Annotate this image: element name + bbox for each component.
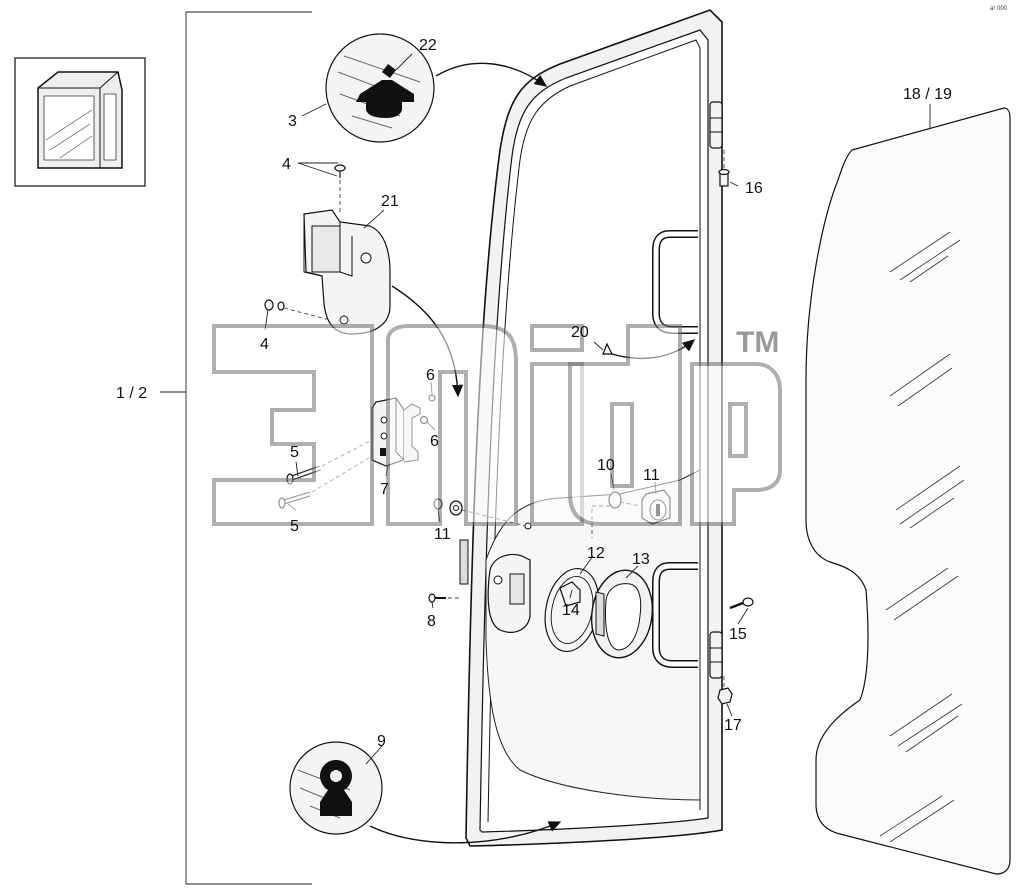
callout-20: 20 (571, 324, 589, 341)
inside-door-handle (590, 569, 654, 659)
nut-17 (717, 687, 733, 705)
callout-8: 8 (427, 613, 436, 630)
clip-20 (602, 342, 613, 355)
callout-6-lower: 6 (430, 433, 439, 450)
callout-9: 9 (377, 733, 386, 750)
callout-4-left: 4 (260, 336, 269, 353)
inner-lock-mechanism (487, 553, 531, 633)
callout-3: 3 (288, 113, 297, 130)
callout-1-2: 1 / 2 (116, 385, 147, 402)
callout-12: 12 (587, 545, 605, 562)
callout-17: 17 (724, 717, 742, 734)
screw-4-top (334, 164, 346, 178)
watermark: TM (212, 324, 782, 526)
watermark-trademark: TM (736, 326, 779, 359)
callout-11-right: 11 (643, 467, 660, 484)
callout-7: 7 (380, 481, 389, 498)
callout-21: 21 (381, 193, 399, 210)
hinge-pin-16 (718, 168, 730, 187)
seal-detail-top (325, 33, 435, 143)
washer-4 (264, 299, 285, 311)
callout-16: 16 (745, 180, 763, 197)
callout-5-upper: 5 (290, 444, 299, 461)
callout-11-left: 11 (434, 526, 451, 543)
callout-4-top: 4 (282, 156, 291, 173)
latch-cover (303, 209, 391, 335)
lower-hinge (709, 631, 723, 679)
latch-lever-14 (559, 581, 581, 607)
upper-hinge (709, 101, 723, 149)
cab-thumbnail (14, 57, 146, 187)
callout-labels: 1 / 2 3 22 4 4 21 6 6 5 5 7 11 8 9 10 11… (116, 37, 952, 750)
callout-14: 14 (562, 602, 580, 619)
callout-15: 15 (729, 626, 747, 643)
corner-mark: a² 000 (990, 6, 1008, 12)
seal-detail-bottom (289, 741, 383, 835)
door-glass (805, 107, 1011, 875)
callout-6-top: 6 (426, 367, 435, 384)
callout-10: 10 (597, 457, 615, 474)
callout-5-lower: 5 (290, 518, 299, 535)
callout-22: 22 (419, 37, 437, 54)
callout-13: 13 (632, 551, 650, 568)
assembly-bracket (185, 11, 312, 885)
key-15 (729, 597, 754, 610)
screw-8 (428, 593, 446, 603)
callout-18-19: 18 / 19 (903, 86, 952, 103)
